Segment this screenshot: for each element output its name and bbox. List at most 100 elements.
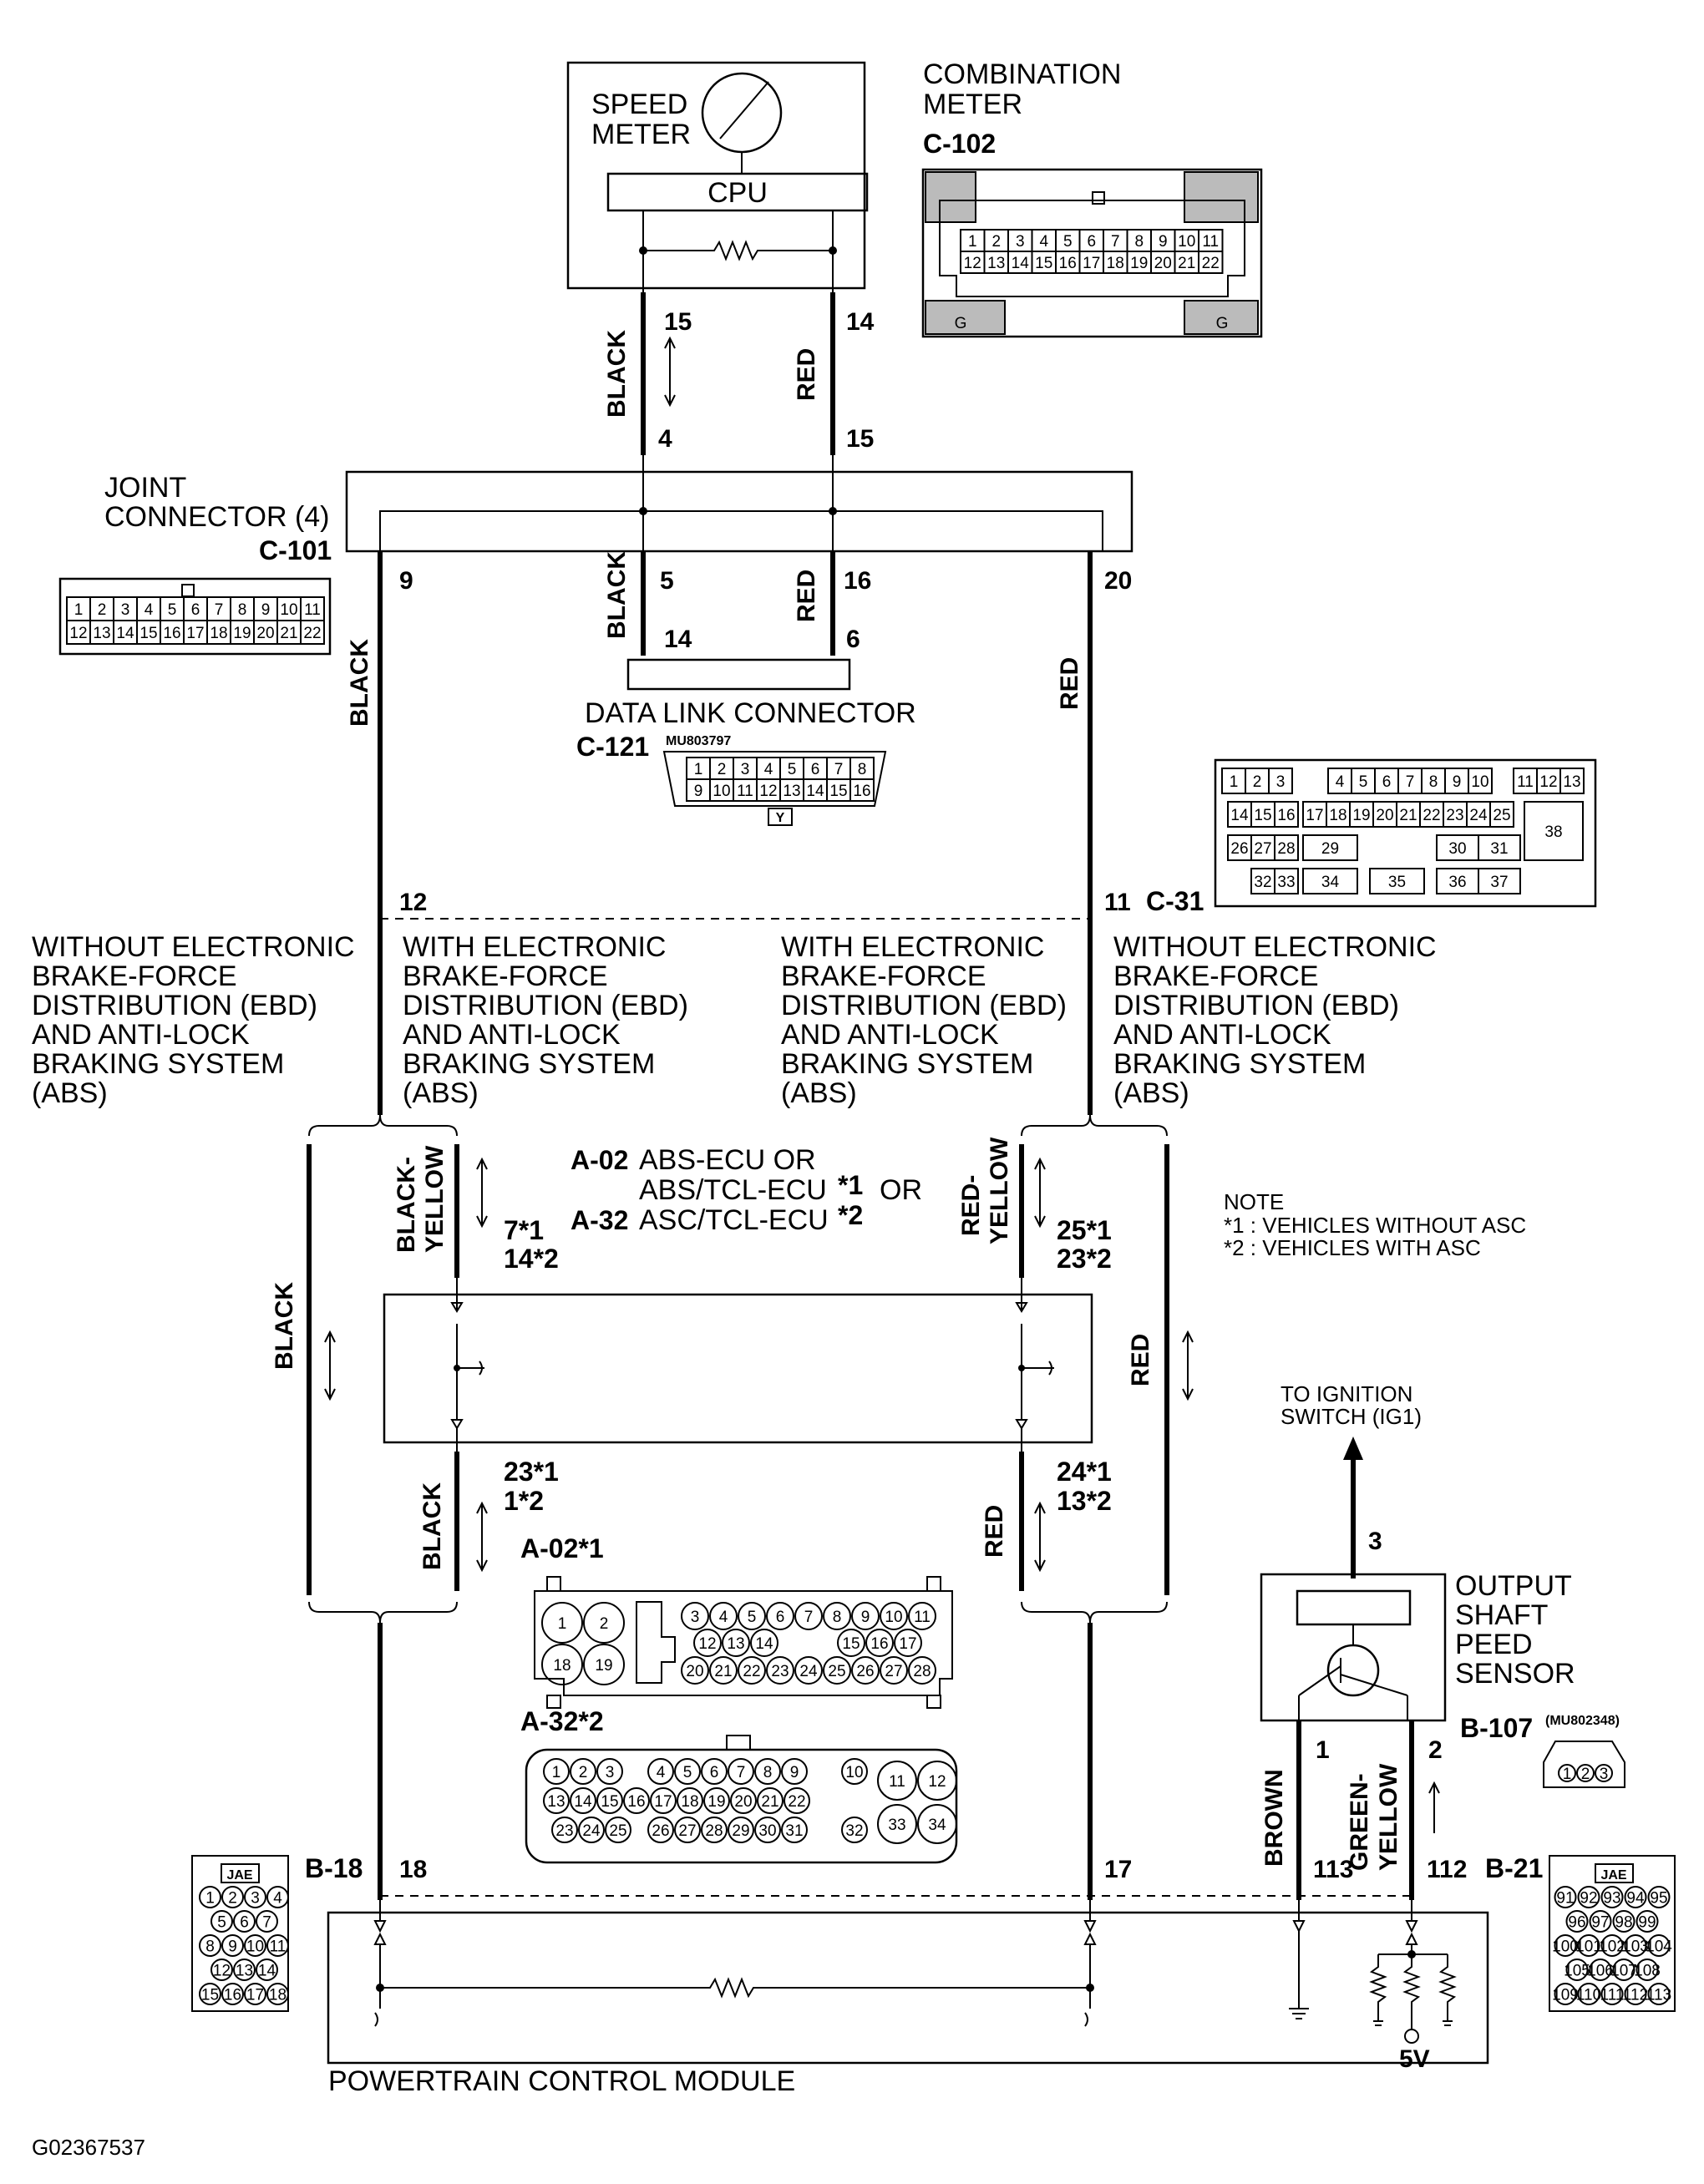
connector-c101-label: C-101 bbox=[259, 535, 332, 565]
a32-cell bbox=[570, 1787, 596, 1814]
pin-c101-20: 20 bbox=[1104, 567, 1132, 595]
a02-pin-label: 24 bbox=[799, 1663, 818, 1680]
c101-pin-label: 12 bbox=[69, 625, 87, 642]
c31-pin-label: 8 bbox=[1429, 773, 1438, 791]
c102-pin-label: 7 bbox=[1111, 233, 1120, 251]
a02-cell bbox=[823, 1602, 851, 1630]
a02-pin-label: 22 bbox=[743, 1663, 760, 1680]
a02-pin-label: 2 bbox=[600, 1615, 609, 1633]
joint-connector-title-2: CONNECTOR (4) bbox=[104, 501, 330, 533]
b21-pin-label: 107 bbox=[1610, 1963, 1637, 1980]
b18-pin-label: 11 bbox=[270, 1938, 287, 1956]
signal-arrow-icon bbox=[1182, 1330, 1194, 1401]
b21-cell bbox=[1577, 1934, 1600, 1957]
connector-c102-label: C-102 bbox=[923, 129, 996, 159]
c102-pin-label: 14 bbox=[1012, 255, 1030, 272]
variant-1-line6: (ABS) bbox=[32, 1077, 108, 1109]
variant-2-line4: AND ANTI-LOCK bbox=[403, 1019, 621, 1051]
ecu-title-2: ABS/TCL-ECU bbox=[639, 1174, 827, 1206]
c31-pin-label: 35 bbox=[1388, 874, 1406, 891]
c121-cell bbox=[849, 778, 875, 802]
a02-pin-label: 16 bbox=[870, 1635, 888, 1653]
c31-cell bbox=[1268, 768, 1293, 794]
a32-cell bbox=[701, 1758, 728, 1785]
a32-pin-label: 29 bbox=[732, 1822, 749, 1840]
joint-connector-title-1: JOINT bbox=[104, 472, 186, 504]
a02-cell bbox=[908, 1656, 936, 1685]
b18-pin-label: 16 bbox=[224, 1987, 241, 2004]
ground-mark-right: G bbox=[1216, 315, 1229, 332]
signal-arrow-icon bbox=[476, 1157, 488, 1229]
sensor-part-no: (MU802348) bbox=[1545, 1714, 1620, 1728]
b21-cell bbox=[1565, 1910, 1589, 1933]
a32-cell bbox=[877, 1761, 917, 1801]
a02-cell bbox=[851, 1656, 880, 1685]
brace-right-top bbox=[1021, 1114, 1168, 1137]
c31-pin-label: 10 bbox=[1471, 773, 1488, 791]
b21-pin-label: 102 bbox=[1599, 1938, 1625, 1956]
c102-pin-label: 15 bbox=[1035, 255, 1052, 272]
note-block: NOTE *1 : VEHICLES WITHOUT ASC *2 : VEHI… bbox=[1224, 1189, 1526, 1260]
a02-cell bbox=[738, 1602, 766, 1630]
c101-pin-label: 21 bbox=[280, 625, 297, 642]
wire-color-red: RED bbox=[1056, 657, 1083, 710]
sensor-title-3: PEED bbox=[1455, 1629, 1533, 1660]
b18-pin-label: 12 bbox=[213, 1963, 231, 1980]
c102-cell bbox=[1198, 251, 1224, 274]
b107-cell bbox=[1595, 1764, 1613, 1782]
c101-cell bbox=[300, 620, 325, 645]
pin-ecu-bl-1: 23*1 bbox=[504, 1457, 559, 1487]
ground-mark-left: G bbox=[955, 315, 967, 332]
a02-cell bbox=[693, 1629, 722, 1657]
data-link-connector-title: DATA LINK CONNECTOR bbox=[585, 697, 916, 729]
b21-pin-label: 94 bbox=[1626, 1890, 1645, 1908]
b21-pin-label: 100 bbox=[1552, 1938, 1579, 1956]
variant-2-line3: DISTRIBUTION (EBD) bbox=[403, 990, 688, 1021]
a02-cell bbox=[709, 1602, 738, 1630]
c31-pin-label: 37 bbox=[1490, 874, 1508, 891]
variant-4-line3: DISTRIBUTION (EBD) bbox=[1113, 990, 1399, 1021]
pin-c101-15: 15 bbox=[846, 425, 874, 453]
ecu-box bbox=[383, 1293, 1093, 1444]
b21-pin-label: 98 bbox=[1615, 1914, 1632, 1932]
a32-pin-label: 15 bbox=[601, 1793, 618, 1811]
a02-pin-label: 8 bbox=[833, 1609, 842, 1626]
b18-pin-label: 8 bbox=[205, 1938, 215, 1956]
a02-cell bbox=[794, 1656, 823, 1685]
b21-pin-label: 112 bbox=[1623, 1987, 1648, 2004]
c102-pin-label: 11 bbox=[1202, 233, 1219, 251]
b18-pin-label: 14 bbox=[258, 1963, 276, 1980]
ecu-title-2-tail: OR bbox=[880, 1174, 922, 1206]
connector-b21-label: B-21 bbox=[1485, 1853, 1543, 1883]
c102-pin-label: 20 bbox=[1154, 255, 1172, 272]
c31-pin-label: 19 bbox=[1352, 807, 1370, 824]
b21-cell bbox=[1565, 1959, 1589, 1981]
pin-ecu-tl-2: 14*2 bbox=[504, 1244, 559, 1274]
a02-cell bbox=[722, 1629, 750, 1657]
a32-pin-label: 1 bbox=[552, 1764, 561, 1781]
c31-pin-label: 36 bbox=[1448, 874, 1466, 891]
a32-cell bbox=[703, 1787, 730, 1814]
c31-pin-label: 12 bbox=[1539, 773, 1557, 791]
c31-cell bbox=[1468, 768, 1493, 794]
b18-cell bbox=[233, 1959, 256, 1981]
pin-c31-11: 11 bbox=[1104, 889, 1131, 916]
c31-pin-label: 2 bbox=[1253, 773, 1262, 791]
wire-color-black: BLACK bbox=[346, 639, 373, 727]
joint-connector: JOINT CONNECTOR (4) C-101 bbox=[104, 455, 1133, 565]
sensor-title-1: OUTPUT bbox=[1455, 1570, 1572, 1602]
a32-pin-label: 13 bbox=[547, 1793, 565, 1811]
wire-color-red-yellow-2: YELLOW bbox=[986, 1137, 1013, 1244]
c121-pin-label: 8 bbox=[858, 761, 867, 778]
pcm-5v: 5V bbox=[1399, 2045, 1430, 2073]
a02-pin-label: 7 bbox=[804, 1609, 814, 1626]
a32-pin-label: 27 bbox=[678, 1822, 696, 1840]
a02-pin-label: 28 bbox=[913, 1663, 931, 1680]
variant-2-line5: BRAKING SYSTEM bbox=[403, 1048, 655, 1080]
b21-cell bbox=[1600, 1983, 1624, 2005]
b21-cell bbox=[1612, 1959, 1636, 1981]
c101-pin-label: 6 bbox=[191, 601, 200, 619]
b21-pin-label: 105 bbox=[1564, 1963, 1590, 1980]
